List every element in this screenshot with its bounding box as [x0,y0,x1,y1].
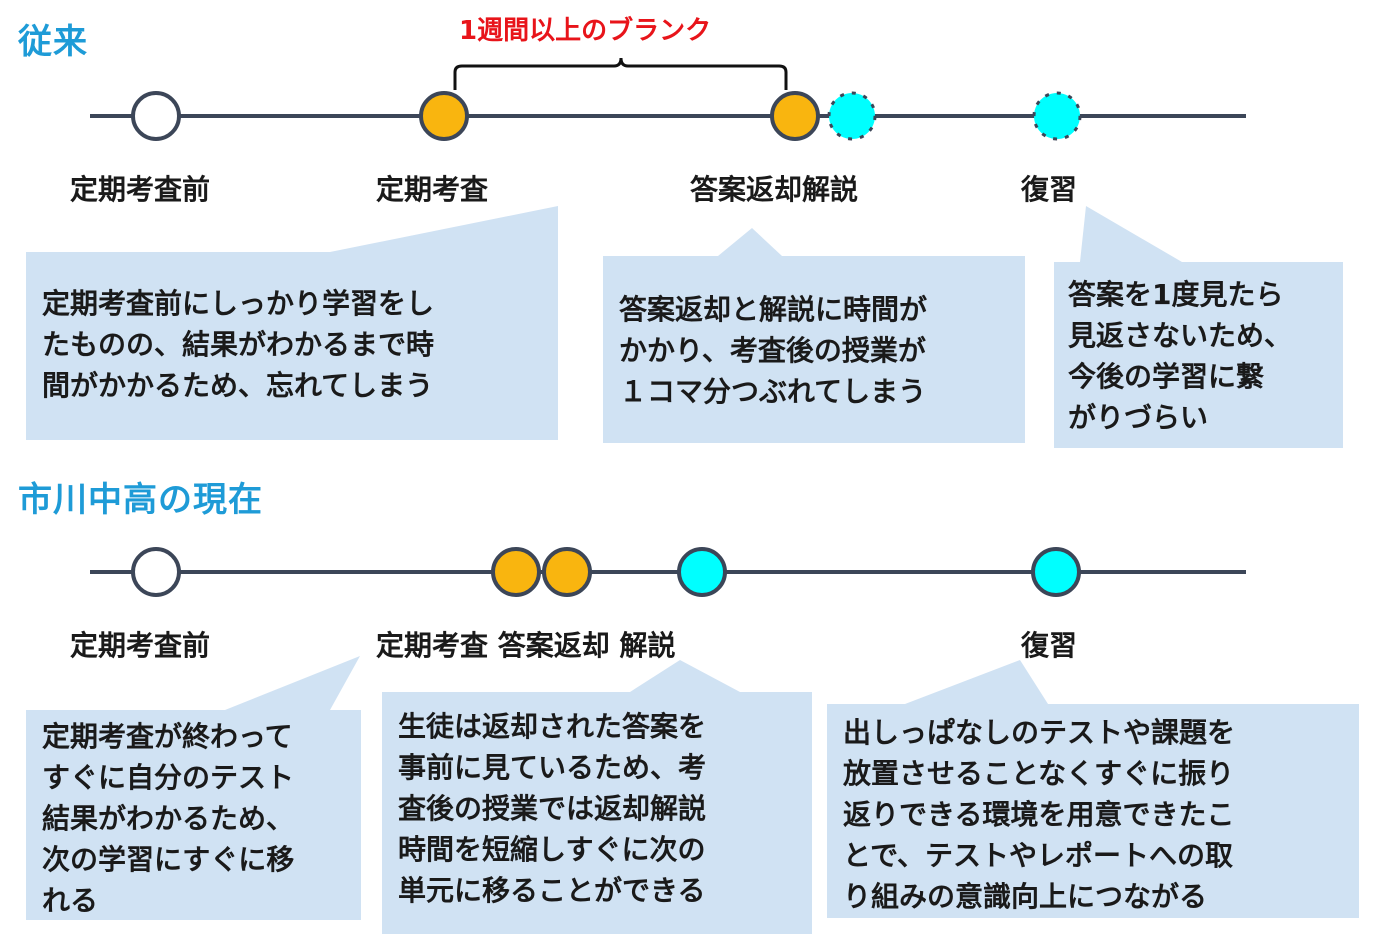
exam-dot [419,91,469,141]
callout-line: 答案を1度見たら [1068,278,1284,311]
callout-line: 時間を短縮しすぐに次の [398,833,706,866]
callout-line: 次の学習にすぐに移 [42,843,295,876]
callout-line: すぐに自分のテスト [42,761,295,794]
callout-tail [630,660,740,692]
callout-line: たものの、結果がわかるまで時 [42,328,435,361]
blank-period-label: 1週間以上のブランク [459,16,712,46]
callout-line: 生徒は返却された答案を [398,710,707,743]
callout-saved-time: 生徒は返却された答案を 事前に見ているため、考 査後の授業では返却解説 時間を短… [382,692,812,934]
callout-line: 査後の授業では返却解説 [398,792,707,825]
callout-line: 今後の学習に繋 [1068,360,1265,393]
callout-tail [225,656,360,710]
callout-line: 結果がわかるため、 [42,802,295,835]
callout-line: 定期考査前にしっかり学習をし [42,287,435,320]
section-title-conventional: 従来 [18,22,88,62]
callout-line: １コマ分つぶれてしまう [619,375,927,408]
before-exam-dot [131,547,181,597]
before-exam-dot [131,91,181,141]
callout-line: とで、テストやレポートへの取 [843,839,1234,872]
callout-line: 単元に移ることができる [398,874,706,907]
callout-line: がりづらい [1068,401,1209,434]
return-dot [770,91,820,141]
explain-dot [827,91,877,141]
callout-line: 事前に見ているため、考 [398,751,707,784]
return-dot [542,547,592,597]
callout-reflection: 出しっぱなしのテストや課題を 放置させることなくすぐに振り 返りできる環境を用意… [827,704,1359,918]
label-before-exam: 定期考査前 [70,173,211,206]
explain-dot [677,547,727,597]
callout-tail [905,660,1048,704]
label-exam: 定期考査 [376,173,489,206]
blank-bracket [453,57,788,90]
label-review: 復習 [1021,173,1078,206]
label-exam-return-explain: 定期考査 答案返却 解説 [376,629,676,662]
callout-line: れる [42,884,99,917]
callout-line: 出しっぱなしのテストや課題を [843,716,1236,749]
callout-no-review: 答案を1度見たら 見返さないため、 今後の学習に繋 がりづらい [1054,262,1343,448]
callout-quick-results: 定期考査が終わって すぐに自分のテスト 結果がわかるため、 次の学習にすぐに移 … [26,710,361,920]
callout-tail [1080,206,1182,262]
callout-line: 返りできる環境を用意できたこ [843,798,1235,831]
callout-line: り組みの意識向上につながる [843,880,1208,913]
review-dot [1032,91,1082,141]
label-review: 復習 [1021,629,1078,662]
callout-line: かかり、考査後の授業が [619,334,926,367]
callout-line: 見返さないため、 [1068,319,1293,352]
callout-line: 間がかかるため、忘れてしまう [42,369,434,402]
exam-dot [491,547,541,597]
label-return-explain: 答案返却解説 [690,173,859,206]
label-before-exam: 定期考査前 [70,629,211,662]
callout-line: 答案返却と解説に時間が [619,293,928,326]
section-title-current: 市川中高の現在 [18,480,263,520]
review-dot [1031,547,1081,597]
callout-forgetting: 定期考査前にしっかり学習をし たものの、結果がわかるまで時 間がかかるため、忘れ… [26,252,558,440]
callout-tail [718,228,782,256]
callout-line: 放置させることなくすぐに振り [843,757,1235,790]
callout-class-time: 答案返却と解説に時間が かかり、考査後の授業が １コマ分つぶれてしまう [603,256,1025,443]
callout-tail [330,206,558,252]
callout-line: 定期考査が終わって [42,720,293,753]
